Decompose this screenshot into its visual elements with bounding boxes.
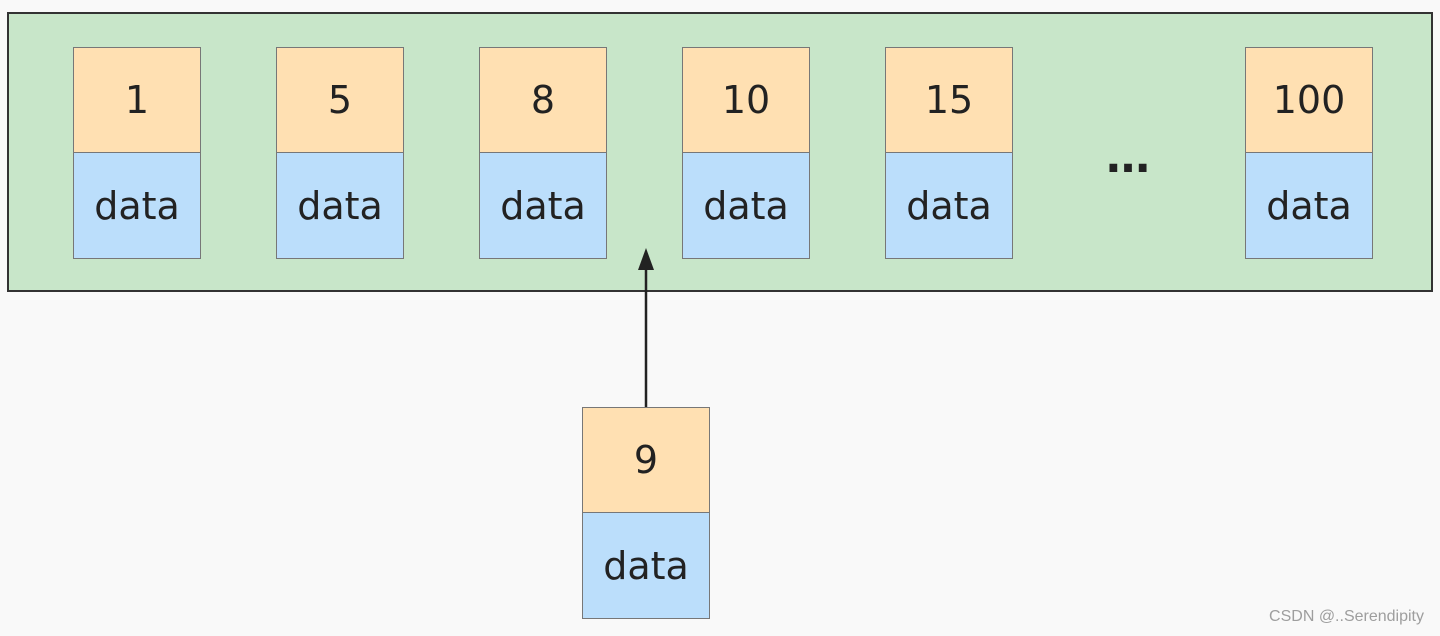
record-key: 100 [1245,47,1373,153]
record-data: data [682,153,810,259]
record-data: data [582,513,710,619]
record-key: 9 [582,407,710,513]
record-data: data [1245,153,1373,259]
record-1: 1 data [73,47,201,259]
record-15: 15 data [885,47,1013,259]
record-data: data [276,153,404,259]
record-key: 8 [479,47,607,153]
insert-arrow-head [638,248,654,270]
watermark: CSDN @..Serendipity [1269,608,1424,625]
record-data: data [73,153,201,259]
record-key: 5 [276,47,404,153]
record-5: 5 data [276,47,404,259]
record-10: 10 data [682,47,810,259]
record-8: 8 data [479,47,607,259]
new-record-9: 9 data [582,407,710,619]
record-key: 15 [885,47,1013,153]
record-data: data [479,153,607,259]
record-key: 10 [682,47,810,153]
ellipsis: … [1106,132,1151,183]
record-100: 100 data [1245,47,1373,259]
record-data: data [885,153,1013,259]
record-key: 1 [73,47,201,153]
